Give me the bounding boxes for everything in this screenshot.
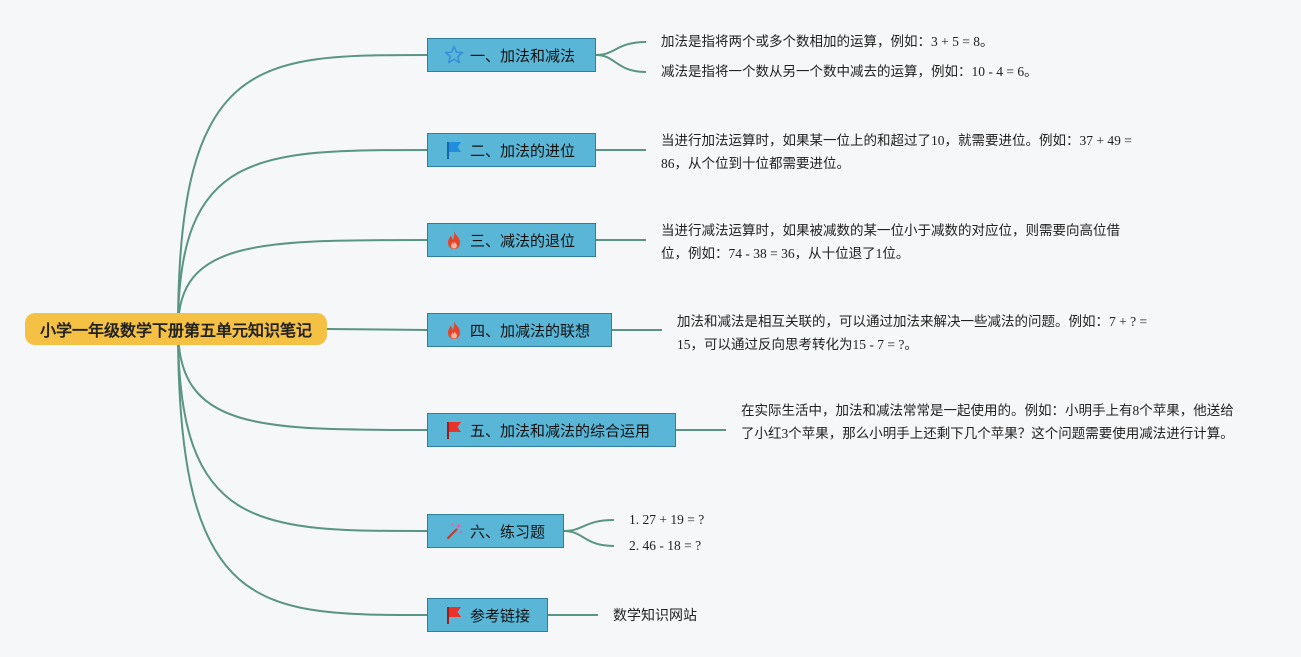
reference-link[interactable]: 数学知识网站 (613, 608, 697, 624)
leaf-note: 当进行减法运算时，如果被减数的某一位小于减数的对应位，则需要向高位借位，例如：7… (661, 223, 1120, 261)
branch-topic-label: 二、加法的进位 (470, 141, 576, 160)
root-topic-label: 小学一年级数学下册第五单元知识笔记 (39, 321, 312, 340)
branch-topic-label: 六、练习题 (470, 522, 546, 541)
leaf-note: 1. 27 + 19 = ? (629, 512, 705, 527)
branch-topic-5[interactable]: 五、加法和减法的综合运用 (427, 413, 676, 447)
leaf-note: 加法和减法是相互关联的，可以通过加法来解决一些减法的问题。例如：7 + ? = … (677, 314, 1148, 352)
branch-topic-4[interactable]: 四、加减法的联想 (427, 313, 612, 347)
leaf-note: 在实际生活中，加法和减法常常是一起使用的。例如：小明手上有8个苹果，他送给了小红… (741, 403, 1234, 441)
leaf-note: 加法是指将两个或多个数相加的运算，例如：3 + 5 = 8。 (661, 34, 994, 49)
root-topic[interactable]: 小学一年级数学下册第五单元知识笔记 (25, 313, 327, 345)
connector-branch-1-leaf-2 (595, 54, 647, 73)
connector-root-branch-1 (177, 54, 428, 330)
red-flag-icon (444, 420, 464, 440)
connector-root-branch-3 (177, 239, 428, 330)
connector-branch-6-leaf-1 (563, 519, 615, 532)
connector-root-branch-2 (177, 149, 428, 330)
branch-topic-label: 四、加减法的联想 (470, 321, 591, 340)
branch-topic-label: 五、加法和减法的综合运用 (470, 421, 651, 440)
leaf-note: 2. 46 - 18 = ? (629, 538, 702, 553)
branch-topic-label: 参考链接 (470, 606, 531, 625)
connector-root-branch-4 (326, 328, 428, 331)
leaf-note: 减法是指将一个数从另一个数中减去的运算，例如：10 - 4 = 6。 (661, 64, 1038, 79)
connector-branch-1-leaf-1 (595, 41, 647, 56)
branch-topic-1[interactable]: 一、加法和减法 (427, 38, 596, 72)
connector-root-branch-7 (177, 328, 428, 616)
branch-topic-2[interactable]: 二、加法的进位 (427, 133, 596, 167)
leaf-note: 当进行加法运算时，如果某一位上的和超过了10，就需要进位。例如：37 + 49 … (661, 133, 1132, 171)
star-outline-icon (444, 45, 464, 65)
connector-root-branch-6 (177, 328, 428, 532)
magic-wand-icon (444, 521, 464, 541)
connector-branch-6-leaf-2 (563, 530, 615, 547)
branch-topic-7[interactable]: 参考链接 (427, 598, 548, 632)
fire-icon (444, 230, 464, 250)
connector-root-branch-5 (177, 328, 428, 431)
branch-topic-label: 一、加法和减法 (470, 46, 576, 65)
blue-flag-icon (444, 140, 464, 160)
red-flag-icon (444, 605, 464, 625)
branch-topic-6[interactable]: 六、练习题 (427, 514, 564, 548)
branch-topic-label: 三、减法的退位 (470, 231, 576, 250)
fire-icon (444, 320, 464, 340)
branch-topic-3[interactable]: 三、减法的退位 (427, 223, 596, 257)
